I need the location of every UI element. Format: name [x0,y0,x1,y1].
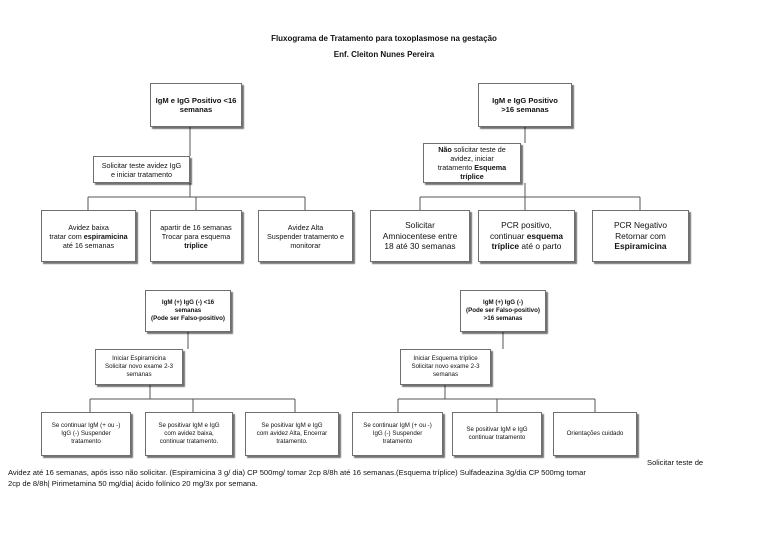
action-node-start-triple-scheme-retest: Iniciar Esquema tríplice Solicitar novo … [400,349,491,385]
leaf-care-guidance: Orientações cuidado [553,412,637,456]
root-node-igm-igg-over-16: IgM e IgG Positivo >16 semanas [478,83,572,127]
leaf-low-avidity-continue: Se positivar IgM e IgG com avidez baixa,… [145,412,233,456]
leaf-amniocentesis: Solicitar Amniocentese entre 18 até 30 s… [370,210,470,262]
leaf-avidity-low: Avidez baixa tratar com espiramicina até… [41,210,136,262]
leaf-high-avidity-end: Se positivar IgM e IgG com avidez Alta, … [245,412,339,456]
leaf-avidity-high: Avidez Alta Suspender tratamento e monit… [258,210,353,262]
action-node-avidity-test: Solicitar teste avidez IgG e iniciar tra… [93,156,190,183]
leaf-pcr-negative: PCR Negativo Retornar com Espiramicina [592,210,689,262]
footnote-line-1: Solicitar teste de [647,458,704,467]
footnote-line-3: 2cp de 8/8h| Pirimetamina 50 mg/dia| áci… [8,479,258,488]
action-node-start-spiramycin: Iniciar Espiramicina Solicitar novo exam… [95,349,183,385]
footnote-line-2: Avidez até 16 semanas, após isso não sol… [8,468,586,477]
action-node-start-triple-scheme: Não solicitar teste de avidez, iniciar t… [423,143,521,183]
root-node-igm-pos-igg-neg-over-16: IgM (+) IgG (-) (Pode ser Falso-positivo… [460,290,546,332]
author-name: Enf. Cleiton Nunes Pereira [333,50,435,59]
leaf-positive-continue: Se positivar IgM e IgG continuar tratame… [452,412,542,456]
leaf-igm-continues-suspend: Se continuar IgM (+ ou -) IgG (-) Suspen… [41,412,131,456]
page-title: Fluxograma de Tratamento para toxoplasmo… [271,34,497,43]
root-node-igm-igg-under-16: IgM e IgG Positivo <16 semanas [150,83,242,127]
leaf-switch-triple-scheme: apartir de 16 semanas Trocar para esquem… [150,210,242,262]
root-node-igm-pos-igg-neg-under-16: IgM (+) IgG (-) <16 semanas (Pode ser Fa… [145,290,231,332]
leaf-pcr-positive: PCR positivo, continuar esquema tríplice… [478,210,575,262]
leaf-igm-continues-suspend-2: Se continuar IgM (+ ou -) IgG (-) Suspen… [352,412,443,456]
